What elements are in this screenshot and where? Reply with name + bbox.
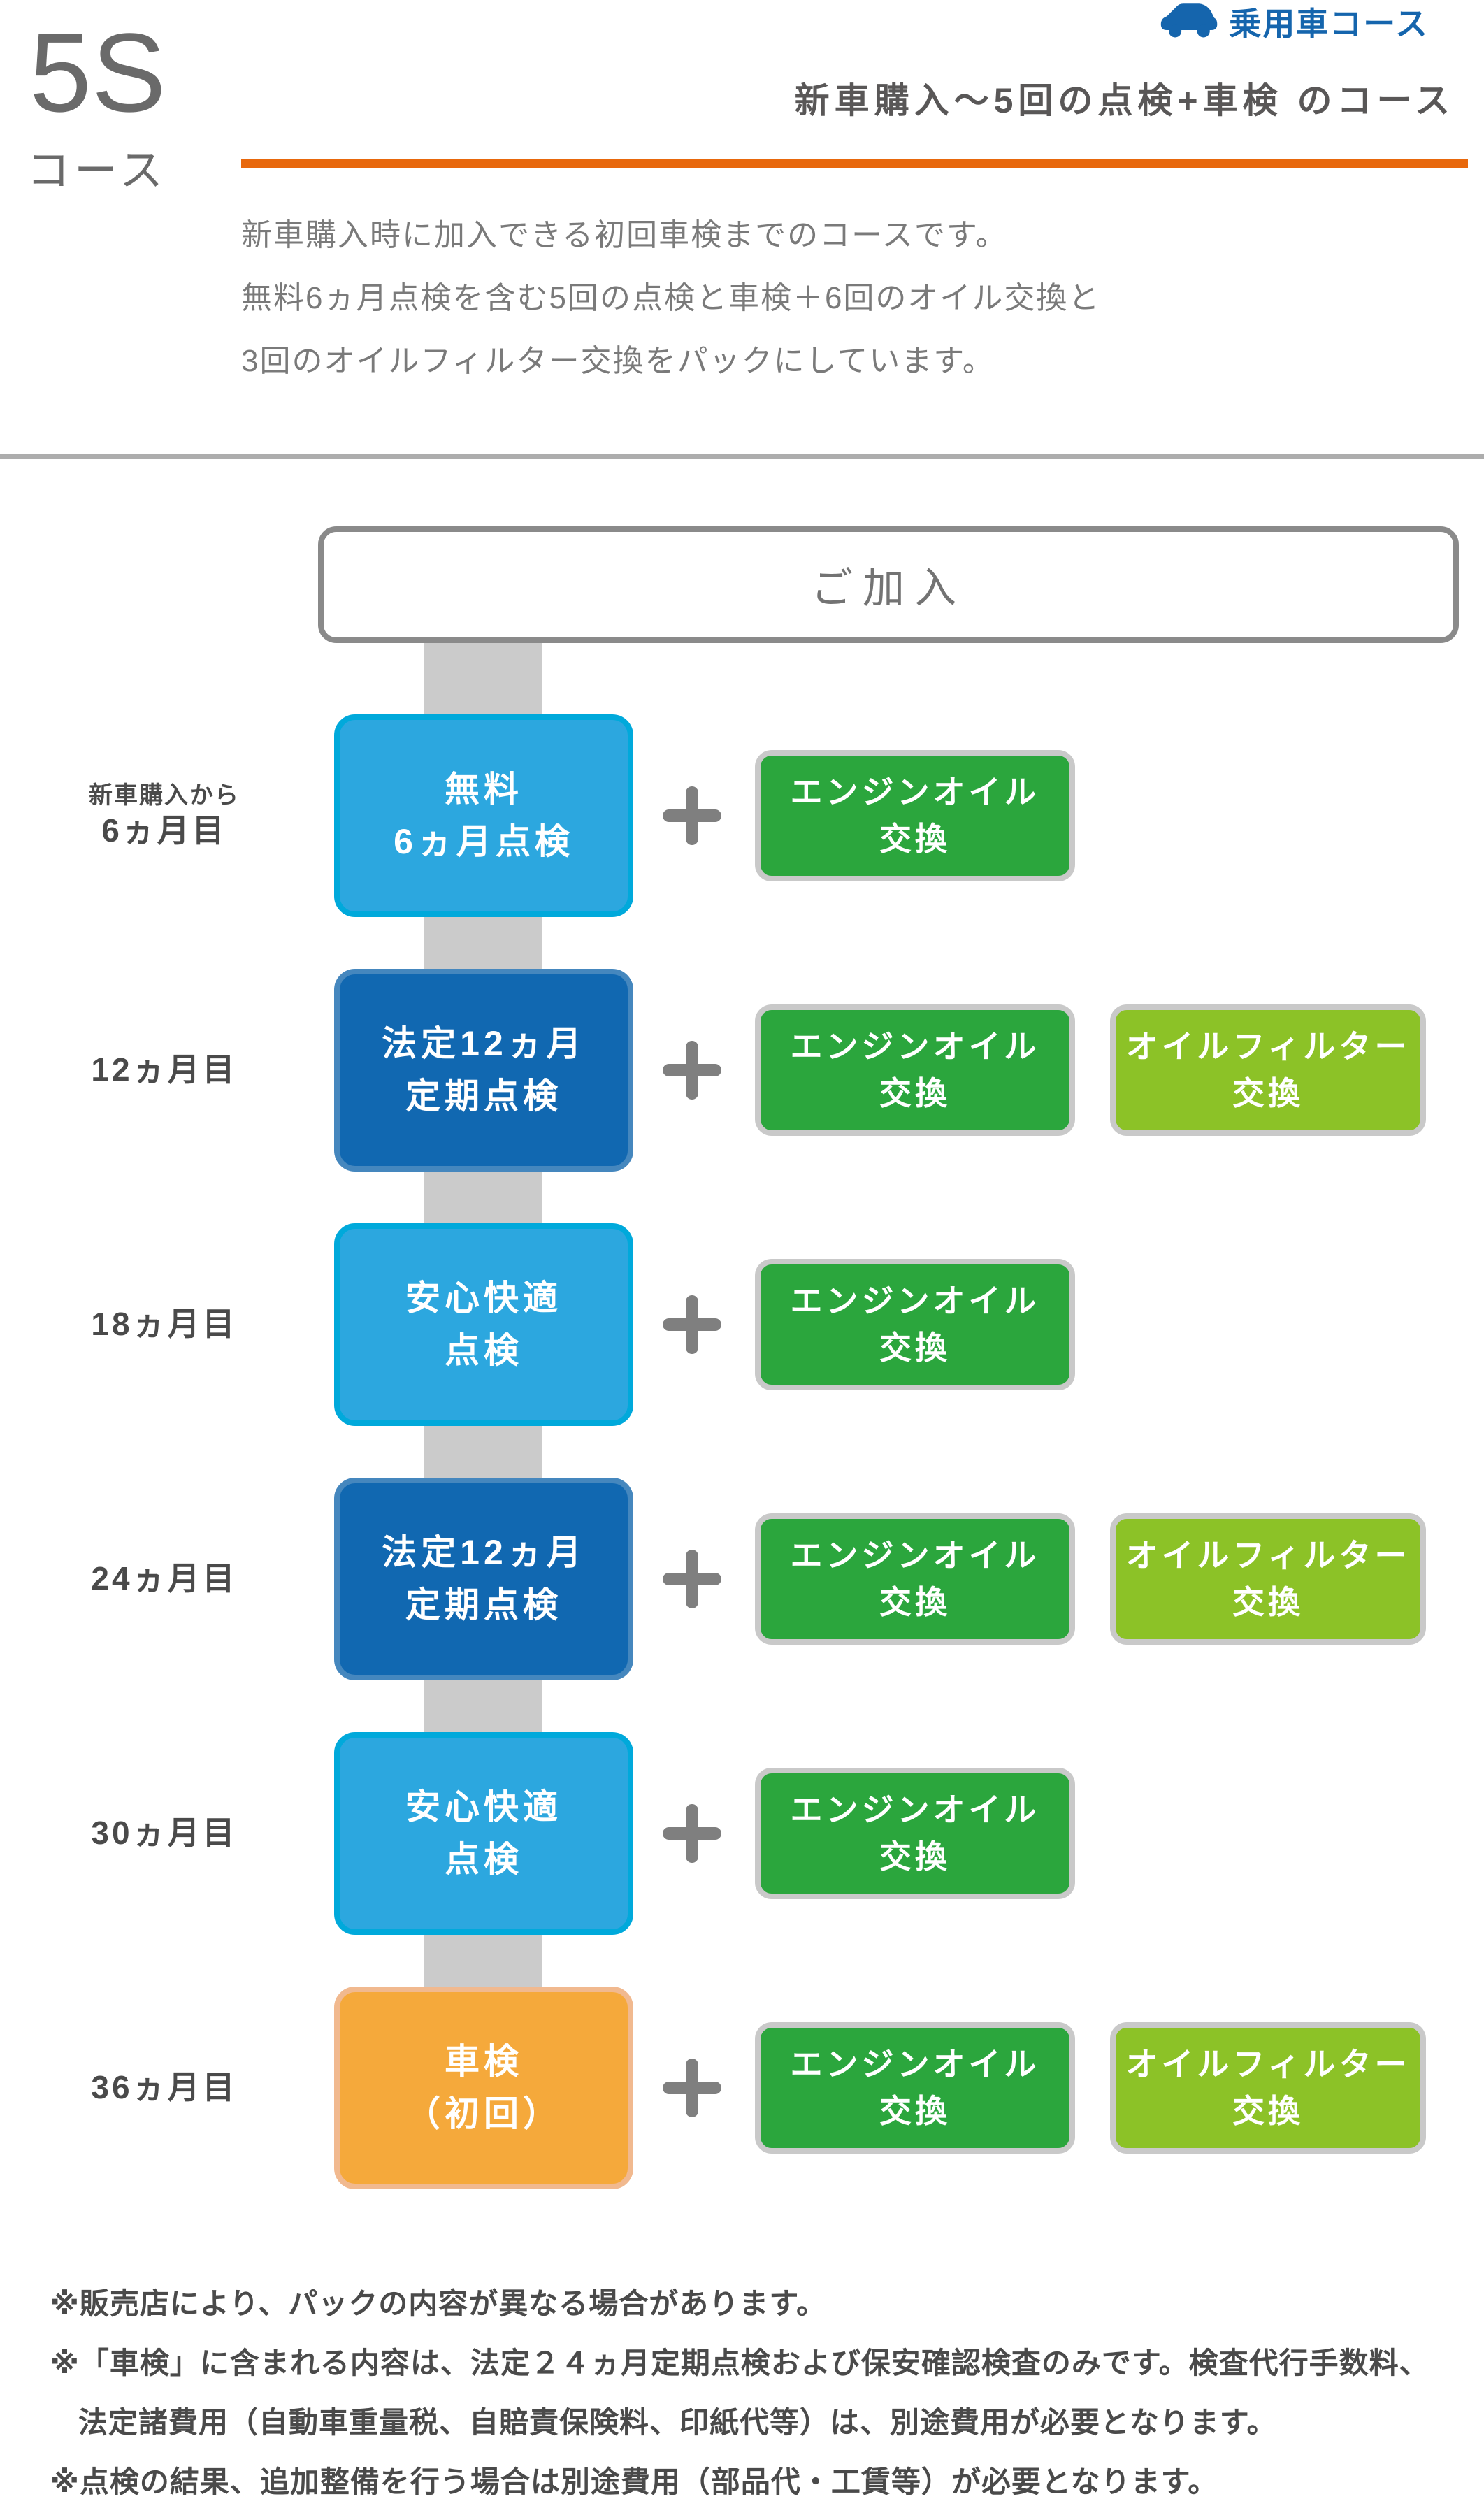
inspection-box-line1: 車検 bbox=[445, 2042, 523, 2081]
inspection-box-lightblue: 安心快適点検 bbox=[334, 1223, 633, 1426]
inspection-box-line2: 6ヵ月点検 bbox=[394, 822, 574, 861]
footnote: ※販売店により、パックの内容が異なる場合があります。 bbox=[50, 2287, 827, 2320]
course-type-header: 乗用車コース bbox=[1159, 0, 1429, 43]
inspection-box-line2: 定期点検 bbox=[405, 1076, 562, 1116]
inspection-box-darkblue: 法定12ヵ月定期点検 bbox=[334, 1478, 633, 1680]
inspection-box-line1: 安心快適 bbox=[405, 1787, 562, 1826]
row-month-label-main: 12ヵ月目 bbox=[91, 1051, 238, 1088]
badge-line1: エンジンオイル bbox=[790, 2046, 1040, 2083]
row-month-label-main: 36ヵ月目 bbox=[91, 2069, 238, 2106]
engine-oil-badge: エンジンオイル交換 bbox=[755, 1513, 1075, 1645]
inspection-box-darkblue: 法定12ヵ月定期点検 bbox=[334, 969, 633, 1172]
plus-icon bbox=[663, 1041, 721, 1100]
engine-oil-badge: エンジンオイル交換 bbox=[755, 1259, 1075, 1390]
badge-line2: 交換 bbox=[879, 1584, 951, 1620]
row-month-label-main: 24ヵ月目 bbox=[91, 1560, 238, 1597]
row-month-label: 新車購入から 6ヵ月目 bbox=[21, 714, 308, 917]
plus-icon bbox=[663, 2059, 721, 2117]
description-line: 3回のオイルフィルター交換をパックにしています。 bbox=[241, 344, 995, 378]
badge-line2: 交換 bbox=[879, 1075, 951, 1111]
row-month-label: 30ヵ月目 bbox=[21, 1732, 308, 1935]
badge-line2: 交換 bbox=[1232, 2093, 1304, 2129]
timeline-row: 30ヵ月目安心快適点検エンジンオイル交換 bbox=[0, 1732, 1484, 1935]
badge-line2: 交換 bbox=[879, 1838, 951, 1875]
oil-filter-badge: オイルフィルター交換 bbox=[1110, 2022, 1426, 2154]
oil-filter-badge: オイルフィルター交換 bbox=[1110, 1004, 1426, 1136]
timeline-row: 18ヵ月目安心快適点検エンジンオイル交換 bbox=[0, 1223, 1484, 1426]
plus-icon bbox=[663, 1550, 721, 1608]
flow-start-box: ご加入 bbox=[318, 526, 1459, 643]
engine-oil-badge: エンジンオイル交換 bbox=[755, 1768, 1075, 1899]
inspection-box-line2: （初回） bbox=[405, 2094, 562, 2133]
timeline-row: 新車購入から 6ヵ月目 無料 6ヵ月点検 エンジンオイル交換 bbox=[0, 714, 1484, 917]
plan-code: 5S bbox=[29, 10, 166, 135]
course-type-label: 乗用車コース bbox=[1229, 6, 1429, 42]
badge-line2: 交換 bbox=[879, 1329, 951, 1366]
timeline-row: 36ヵ月目車検（初回）エンジンオイル交換オイルフィルター交換 bbox=[0, 1987, 1484, 2189]
row-month-label: 12ヵ月目 bbox=[21, 969, 308, 1172]
badge-line1: エンジンオイル bbox=[790, 774, 1040, 811]
row-month-label: 24ヵ月目 bbox=[21, 1478, 308, 1680]
description-line: 無料6ヵ月点検を含む5回の点検と車検＋6回のオイル交換と bbox=[241, 281, 1101, 315]
row-month-label-main: 18ヵ月目 bbox=[91, 1306, 238, 1343]
flow-start-label: ご加入 bbox=[811, 565, 966, 612]
row-month-label-main: 30ヵ月目 bbox=[91, 1815, 238, 1852]
inspection-box-line2: 点検 bbox=[445, 1331, 523, 1370]
timeline-row: 12ヵ月目法定12ヵ月定期点検エンジンオイル交換オイルフィルター交換 bbox=[0, 969, 1484, 1172]
engine-oil-badge: エンジンオイル交換 bbox=[755, 2022, 1075, 2154]
plus-icon bbox=[663, 1804, 721, 1863]
plus-icon bbox=[663, 1295, 721, 1354]
inspection-box-line1: 安心快適 bbox=[405, 1278, 562, 1318]
plus-icon bbox=[663, 786, 721, 845]
plan-code-suffix: コース bbox=[27, 147, 167, 195]
footnote: ※点検の結果、追加整備を行う場合は別途費用（部品代・工賃等）が必要となります。 bbox=[50, 2465, 1218, 2498]
badge-line1: エンジンオイル bbox=[790, 1537, 1040, 1574]
row-month-label: 36ヵ月目 bbox=[21, 1987, 308, 2189]
section-divider bbox=[0, 454, 1484, 459]
oil-filter-badge: オイルフィルター交換 bbox=[1110, 1513, 1426, 1645]
engine-oil-badge: エンジンオイル交換 bbox=[755, 1004, 1075, 1136]
inspection-box-lightblue: 無料 6ヵ月点検 bbox=[334, 714, 633, 917]
badge-line1: エンジンオイル bbox=[790, 1283, 1040, 1320]
title-underline bbox=[241, 159, 1468, 168]
inspection-box-line2: 定期点検 bbox=[405, 1585, 562, 1624]
footnote: 法定諸費用（自動車重量税、自賠責保険料、印紙代等）は、別途費用が必要となります。 bbox=[78, 2406, 1277, 2439]
row-month-label: 18ヵ月目 bbox=[21, 1223, 308, 1426]
badge-line2: 交換 bbox=[879, 821, 951, 857]
badge-line1: エンジンオイル bbox=[790, 1028, 1040, 1065]
inspection-box-line1: 無料 bbox=[445, 770, 523, 809]
row-month-label-main: 6ヵ月目 bbox=[101, 812, 227, 849]
inspection-box-line1: 法定12ヵ月 bbox=[382, 1533, 586, 1572]
badge-line1: オイルフィルター bbox=[1125, 1537, 1411, 1574]
badge-line1: オイルフィルター bbox=[1125, 2046, 1411, 2083]
footnote: ※「車検」に含まれる内容は、法定２４ヵ月定期点検および保安確認検査のみです。検査… bbox=[50, 2347, 1429, 2379]
badge-line2: 交換 bbox=[1232, 1584, 1304, 1620]
engine-oil-badge: エンジンオイル交換 bbox=[755, 750, 1075, 881]
description-line: 新車購入時に加入できる初回車検までのコースです。 bbox=[241, 218, 1008, 252]
car-icon bbox=[1159, 1, 1218, 43]
inspection-box-line2: 点検 bbox=[445, 1840, 523, 1879]
timeline-row: 24ヵ月目法定12ヵ月定期点検エンジンオイル交換オイルフィルター交換 bbox=[0, 1478, 1484, 1680]
inspection-box-line1: 法定12ヵ月 bbox=[382, 1024, 586, 1063]
badge-line1: オイルフィルター bbox=[1125, 1028, 1411, 1065]
badge-line2: 交換 bbox=[879, 2093, 951, 2129]
inspection-box-orange: 車検 （初回） bbox=[334, 1987, 633, 2189]
row-month-label-small: 新車購入から bbox=[89, 782, 240, 809]
badge-line1: エンジンオイル bbox=[790, 1792, 1040, 1829]
badge-line2: 交換 bbox=[1232, 1075, 1304, 1111]
inspection-box-lightblue: 安心快適点検 bbox=[334, 1732, 633, 1935]
page-title: 新車購入～5回の点検+車検 のコース bbox=[794, 81, 1455, 120]
